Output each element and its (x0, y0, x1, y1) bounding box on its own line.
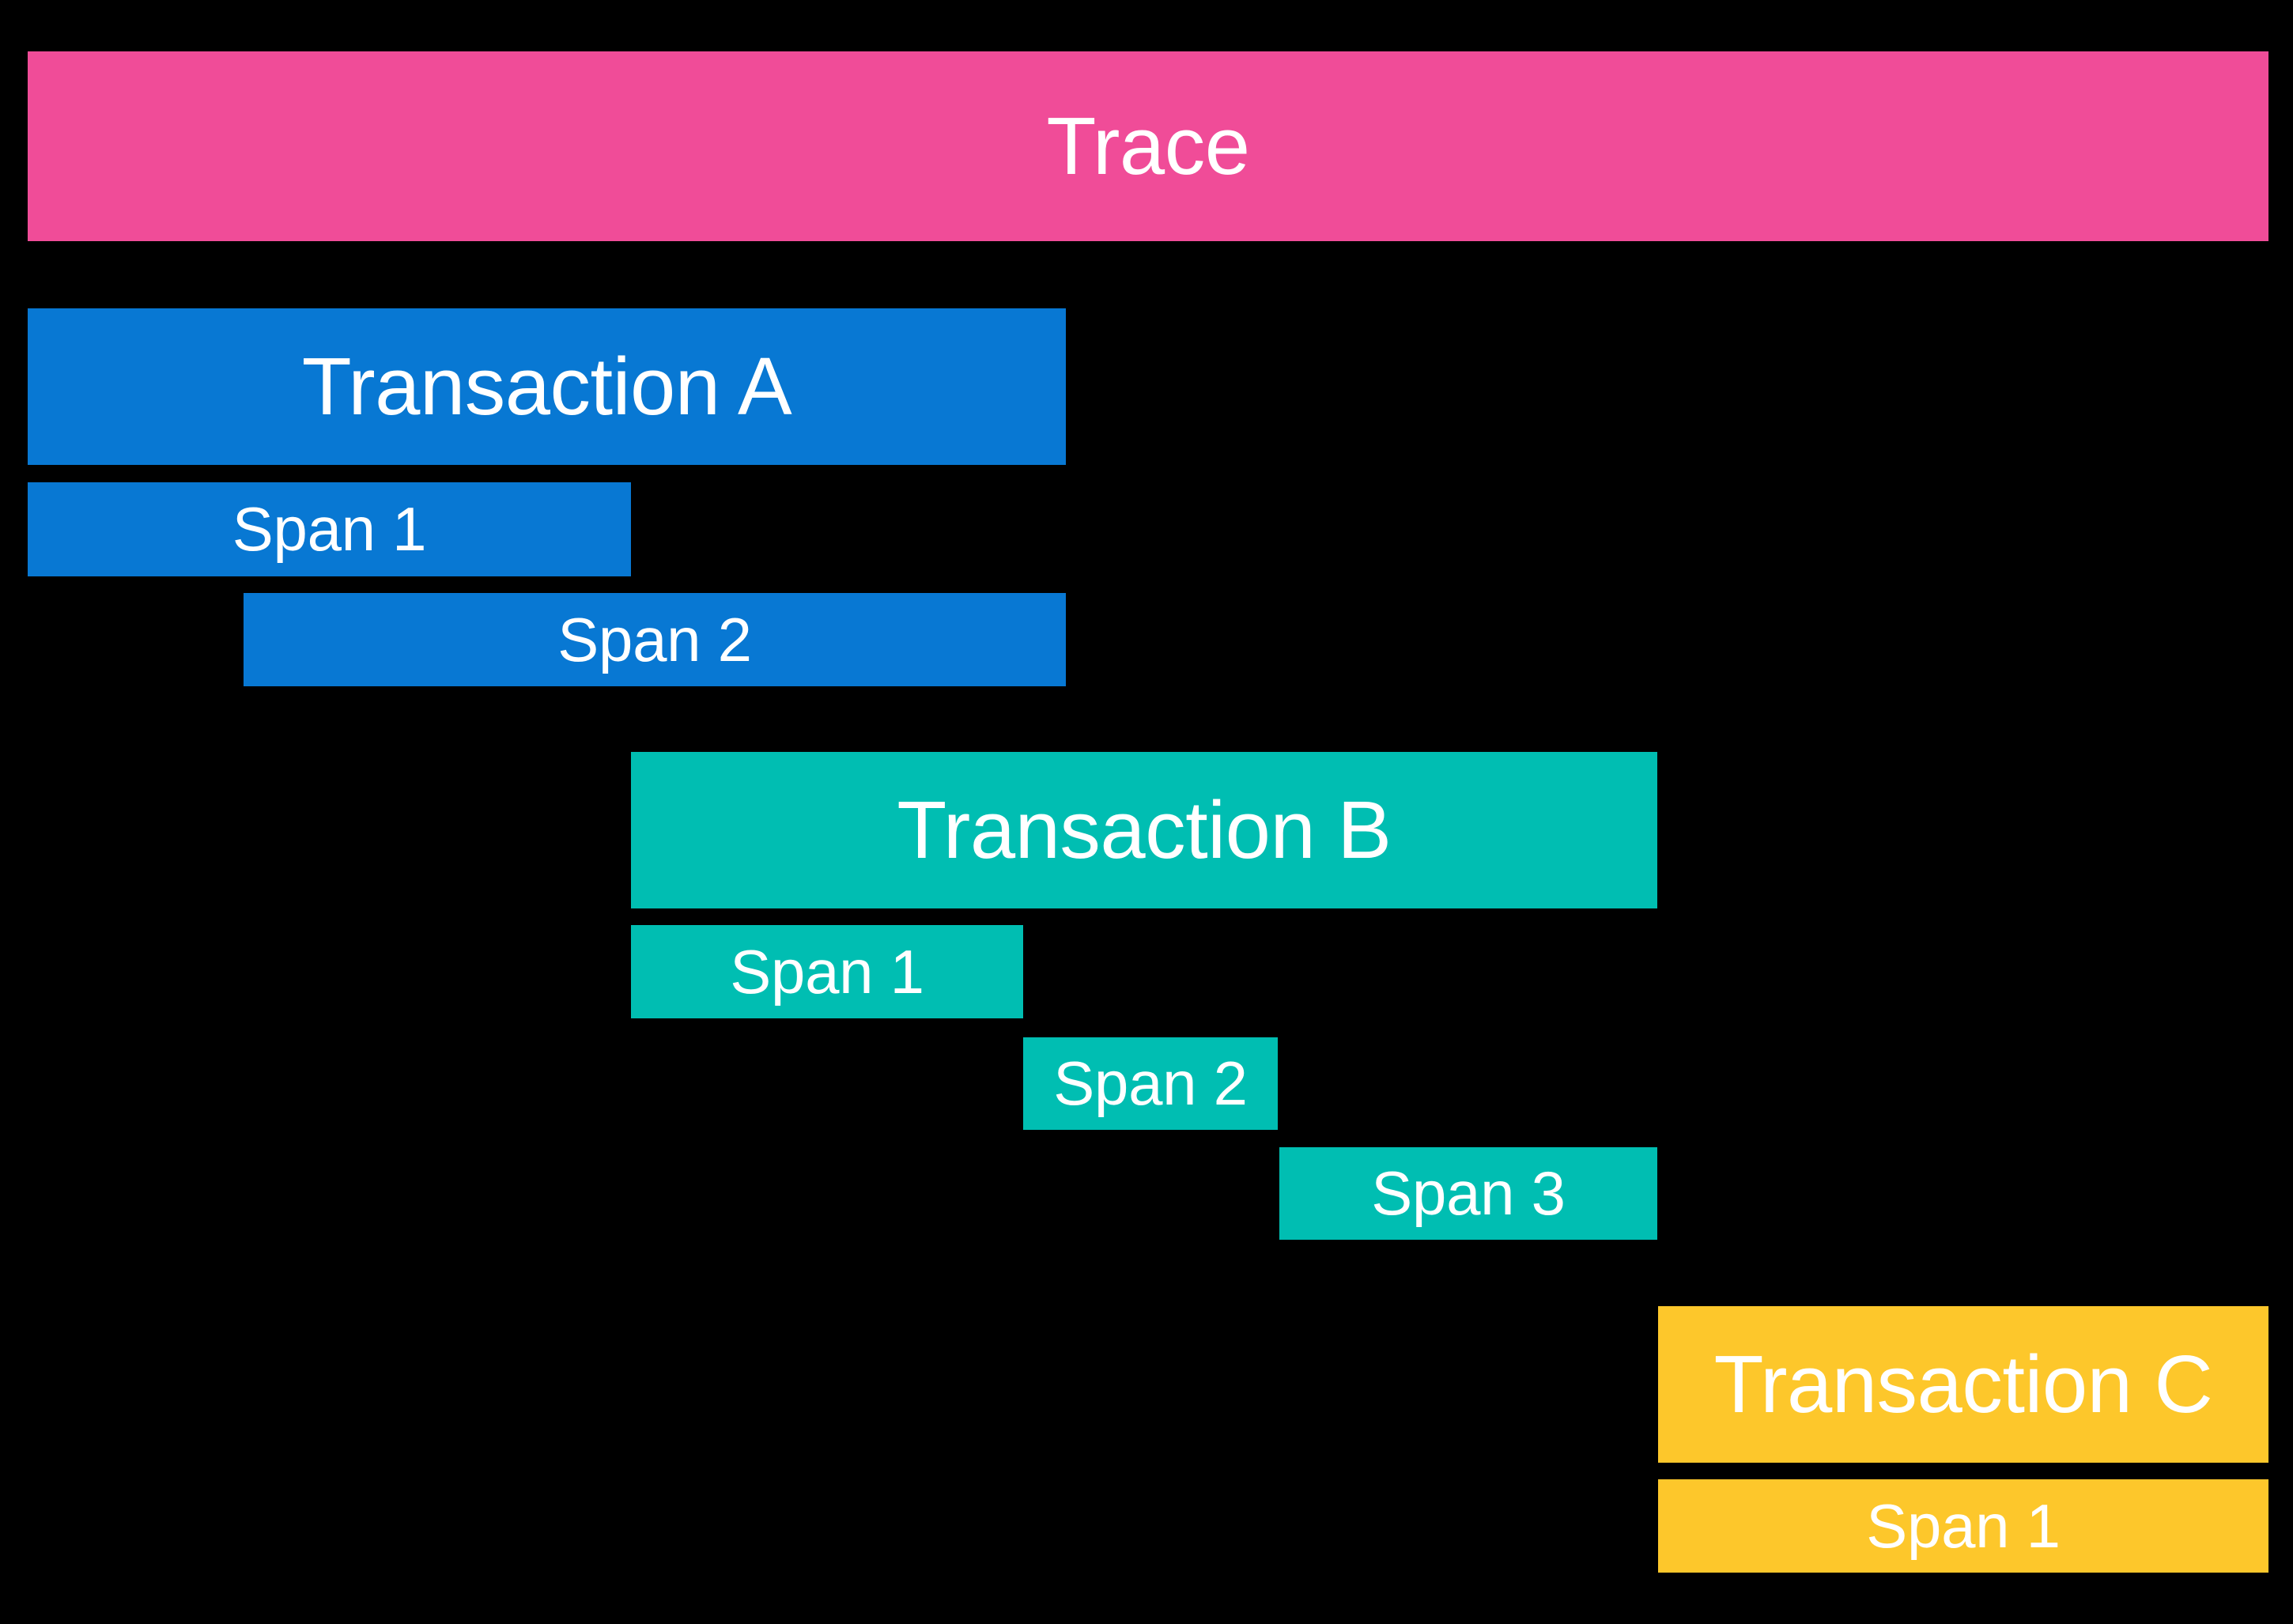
transaction-b-span-2-bar-label: Span 2 (1053, 1048, 1248, 1118)
transaction-b-span-3-bar-label: Span 3 (1371, 1158, 1566, 1228)
trace-bar: Trace (28, 51, 2268, 241)
transaction-b-span-3-bar: Span 3 (1279, 1147, 1657, 1240)
transaction-b-span-1-bar-label: Span 1 (730, 936, 924, 1007)
transaction-c-span-1-bar: Span 1 (1658, 1479, 2268, 1573)
transaction-b-bar-label: Transaction B (897, 784, 1392, 875)
transaction-c-span-1-bar-label: Span 1 (1866, 1490, 2061, 1561)
transaction-a-span-2-bar: Span 2 (244, 593, 1066, 686)
transaction-b-span-2-bar: Span 2 (1023, 1037, 1278, 1130)
trace-bar-label: Trace (1046, 100, 1250, 191)
transaction-a-span-2-bar-label: Span 2 (557, 604, 752, 674)
transaction-a-bar: Transaction A (28, 308, 1066, 465)
transaction-c-bar-label: Transaction C (1713, 1339, 2213, 1429)
transaction-a-span-1-bar: Span 1 (28, 482, 631, 576)
transaction-c-bar: Transaction C (1658, 1306, 2268, 1463)
transaction-b-bar: Transaction B (631, 752, 1657, 908)
transaction-a-span-1-bar-label: Span 1 (232, 494, 427, 564)
transaction-b-span-1-bar: Span 1 (631, 925, 1023, 1018)
transaction-a-bar-label: Transaction A (301, 341, 792, 432)
